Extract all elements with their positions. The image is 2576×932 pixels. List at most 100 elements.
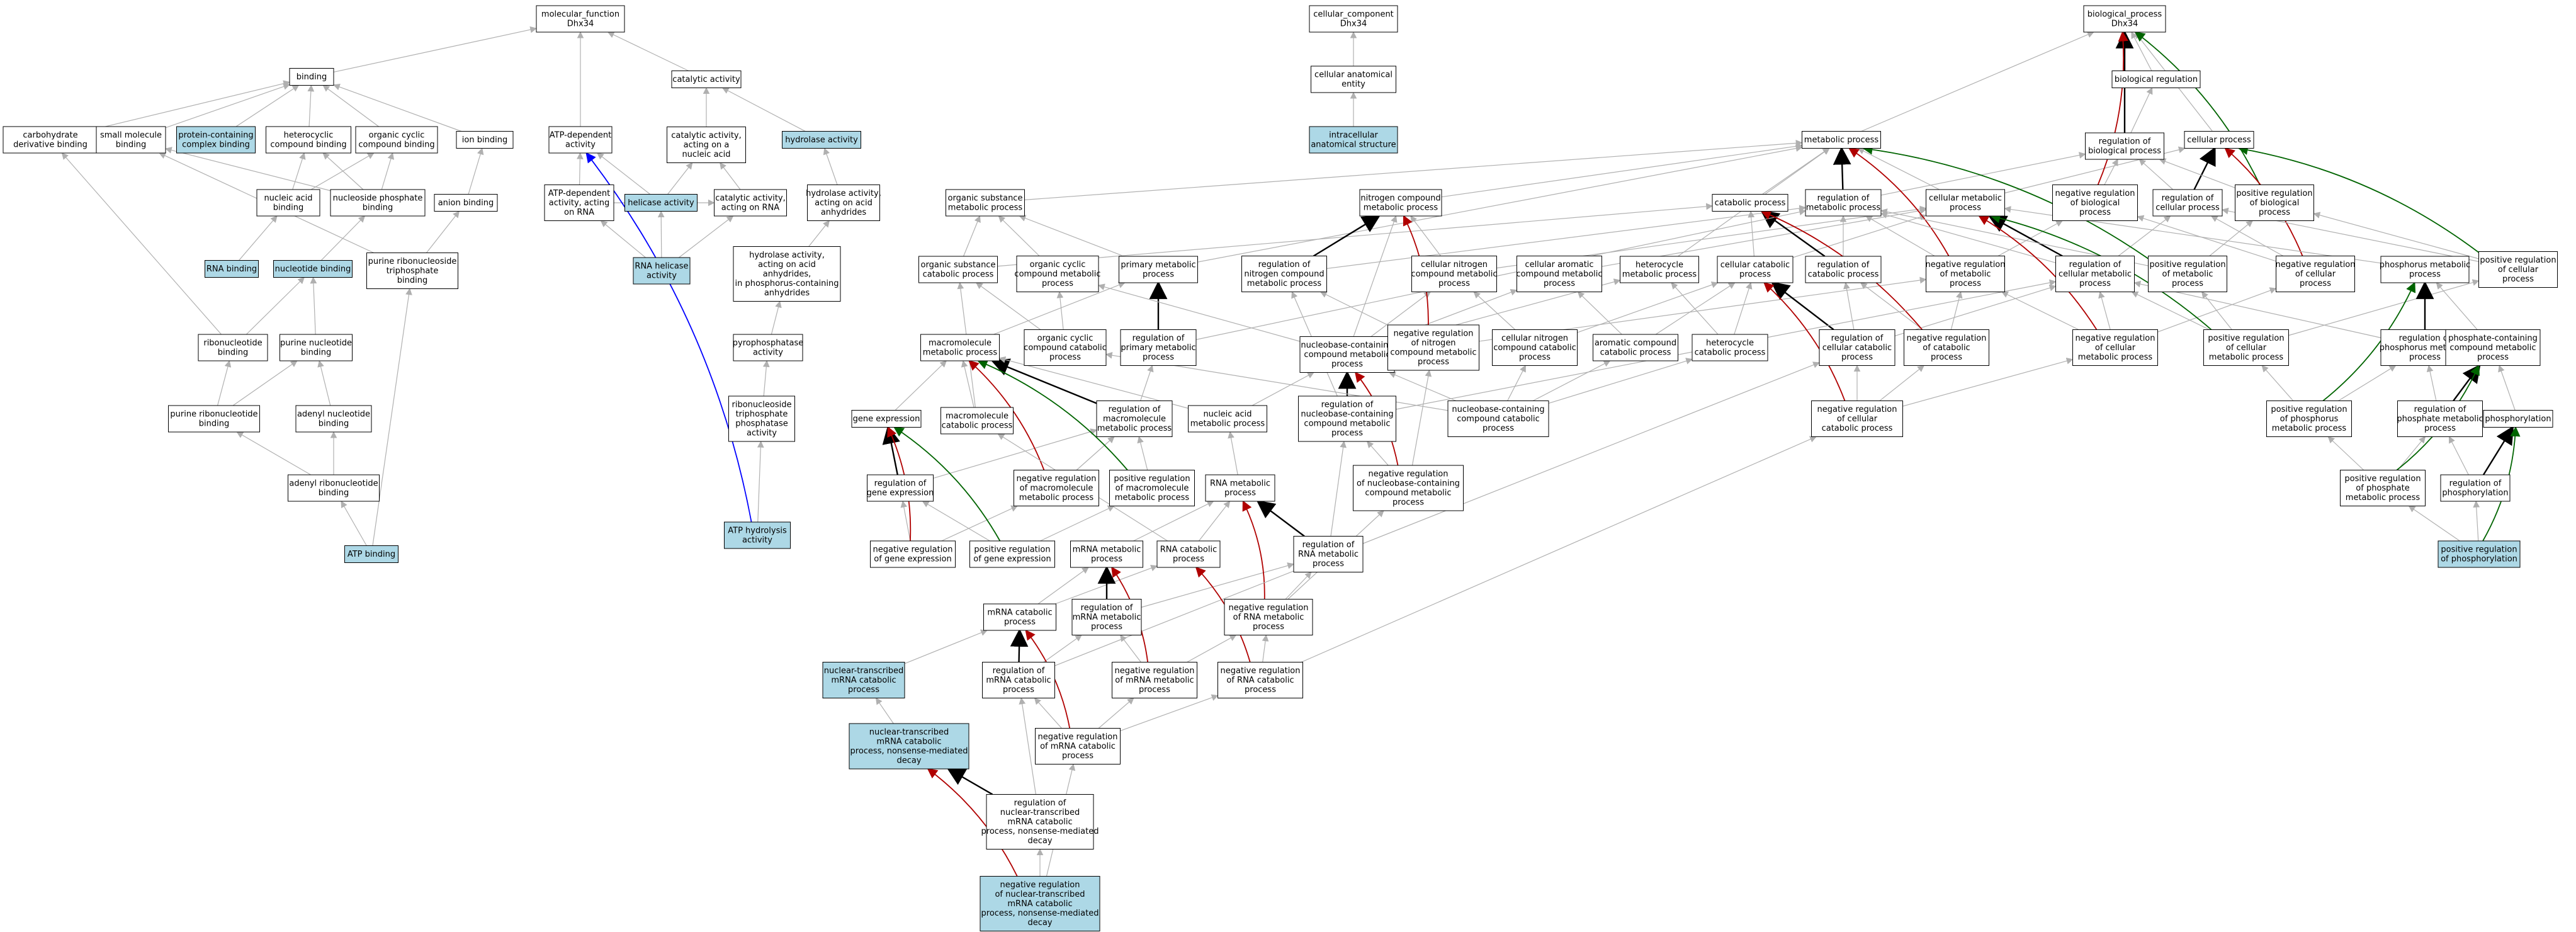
term-node[interactable]: catalytic activity [671,71,742,88]
term-node[interactable]: ion binding [456,131,514,149]
term-node[interactable]: regulation ofnucleobase-containingcompou… [1298,395,1396,442]
term-node[interactable]: binding [289,68,334,86]
term-node[interactable]: metabolic process [1802,131,1881,149]
term-node[interactable]: gene expression [851,410,922,428]
term-node[interactable]: cellular process [2184,131,2254,149]
term-node[interactable]: ribonucleosidetriphosphatephosphataseact… [728,395,795,442]
term-node[interactable]: hydrolase activity,acting on acidanhydri… [733,246,841,302]
term-node-annotated[interactable]: nucleotide binding [273,260,353,278]
term-node[interactable]: hydrolase activity,acting on acidanhydri… [806,185,881,221]
term-node[interactable]: catabolic process [1712,194,1788,212]
term-node-annotated[interactable]: RNA binding [205,260,259,278]
term-node-annotated[interactable]: ATP binding [344,545,398,563]
term-node[interactable]: phosphorylation [2483,410,2553,428]
term-node[interactable]: catalytic activity,acting on RNA [714,189,787,217]
term-node[interactable]: anion binding [434,194,498,212]
